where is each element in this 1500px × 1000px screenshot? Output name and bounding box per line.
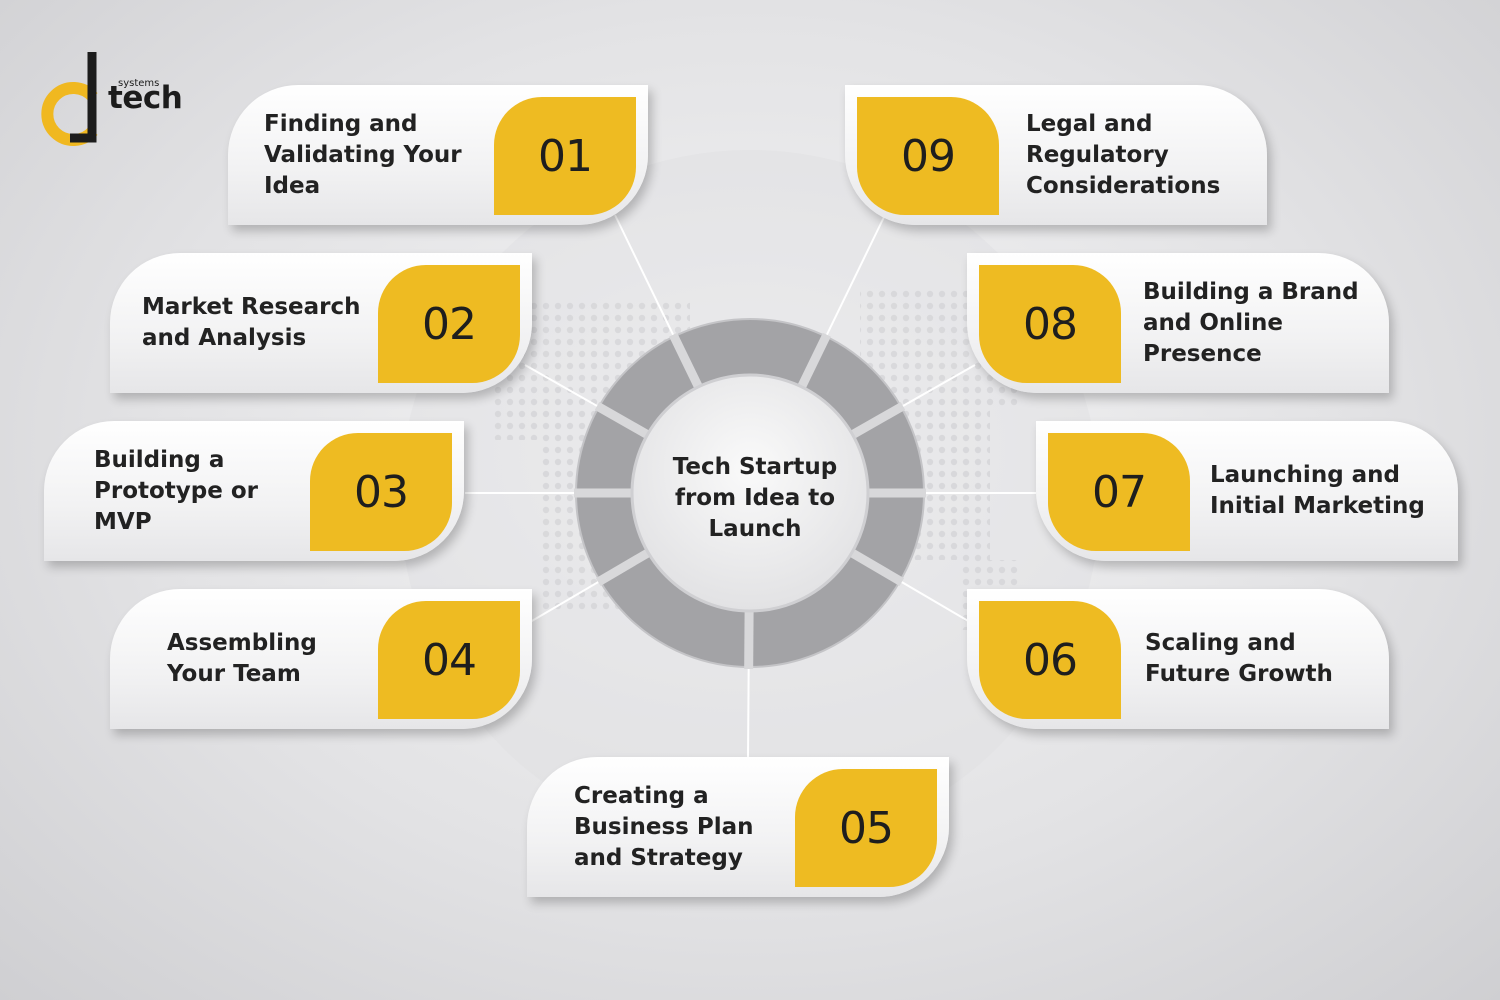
- step-card-02: Market Research and Analysis 02: [110, 253, 532, 393]
- step-number-badge: 08: [979, 265, 1121, 383]
- step-label-line: Validating Your: [264, 141, 462, 168]
- step-label: Scaling and Future Growth: [1145, 589, 1333, 729]
- logo-mark: [41, 52, 98, 146]
- ring-divider: [669, 332, 703, 389]
- step-label-line: Idea: [264, 172, 321, 199]
- ring-divider: [850, 402, 906, 439]
- step-card-07: 07 Launching and Initial Marketing: [1036, 421, 1458, 561]
- step-label: Creating a Business Plan and Strategy: [574, 757, 753, 897]
- step-card-04: Assembling Your Team 04: [110, 589, 532, 729]
- step-label-line: Your Team: [167, 661, 301, 687]
- step-label-line: Prototype or: [94, 477, 258, 504]
- step-card-01: Finding and Validating Your Idea 01: [228, 85, 648, 225]
- step-label: Finding and Validating Your Idea: [264, 85, 462, 225]
- step-number-badge: 01: [494, 97, 636, 215]
- step-label: Building a Brand and Online Presence: [1143, 253, 1359, 393]
- step-label-line: Legal and: [1026, 110, 1153, 137]
- ring-divider: [849, 548, 905, 586]
- center-title-line: Launch: [708, 516, 802, 542]
- ring-divider: [595, 548, 651, 586]
- center-disc: [630, 373, 870, 613]
- step-label-line: Business Plan: [574, 813, 754, 840]
- center-title-line: from Idea to: [674, 485, 836, 511]
- step-label-line: Considerations: [1026, 172, 1221, 199]
- ring-divider: [797, 332, 831, 389]
- logo-wordmark: tech: [108, 80, 183, 116]
- step-label-line: MVP: [94, 508, 152, 535]
- step-label-line: Regulatory: [1026, 141, 1169, 168]
- step-label-line: Building a: [94, 446, 225, 473]
- step-label: Legal and Regulatory Considerations: [1026, 85, 1220, 225]
- ring-divider: [594, 402, 650, 439]
- step-card-09: 09 Legal and Regulatory Considerations: [845, 85, 1267, 225]
- step-number-badge: 05: [795, 769, 937, 887]
- ring-dividers: [574, 332, 926, 670]
- step-number-badge: 03: [310, 433, 452, 551]
- step-number-badge: 06: [979, 601, 1121, 719]
- step-label: Market Research and Analysis: [142, 253, 361, 393]
- step-label-line: Initial Marketing: [1210, 493, 1425, 519]
- step-card-06: 06 Scaling and Future Growth: [967, 589, 1389, 729]
- step-number-badge: 02: [378, 265, 520, 383]
- step-card-03: Building a Prototype or MVP 03: [44, 421, 464, 561]
- center-title-line: Tech Startup: [672, 454, 838, 480]
- step-label: Assembling Your Team: [167, 589, 317, 729]
- step-label-line: Market Research: [142, 294, 361, 320]
- center-title: Tech Startup from Idea to Launch: [665, 452, 845, 545]
- step-label: Launching and Initial Marketing: [1210, 421, 1425, 561]
- step-label-line: Creating a: [574, 782, 709, 809]
- step-label-line: and Analysis: [142, 325, 307, 351]
- step-label-line: Building a Brand: [1143, 278, 1359, 305]
- step-card-08: 08 Building a Brand and Online Presence: [967, 253, 1389, 393]
- step-label-line: Finding and: [264, 110, 418, 137]
- step-label-line: Launching and: [1210, 462, 1401, 488]
- step-label-line: Future Growth: [1145, 661, 1333, 687]
- step-label-line: Assembling: [167, 630, 317, 656]
- step-card-05: Creating a Business Plan and Strategy 05: [527, 757, 949, 897]
- step-number-badge: 04: [378, 601, 520, 719]
- step-label: Building a Prototype or MVP: [94, 421, 258, 561]
- step-label-line: and Online: [1143, 309, 1284, 336]
- step-number-badge: 09: [857, 97, 999, 215]
- step-label-line: Presence: [1143, 340, 1262, 367]
- step-number-badge: 07: [1048, 433, 1190, 551]
- step-label-line: and Strategy: [574, 844, 743, 871]
- logo-subtitle: systems: [118, 78, 160, 89]
- step-label-line: Scaling and: [1145, 630, 1296, 656]
